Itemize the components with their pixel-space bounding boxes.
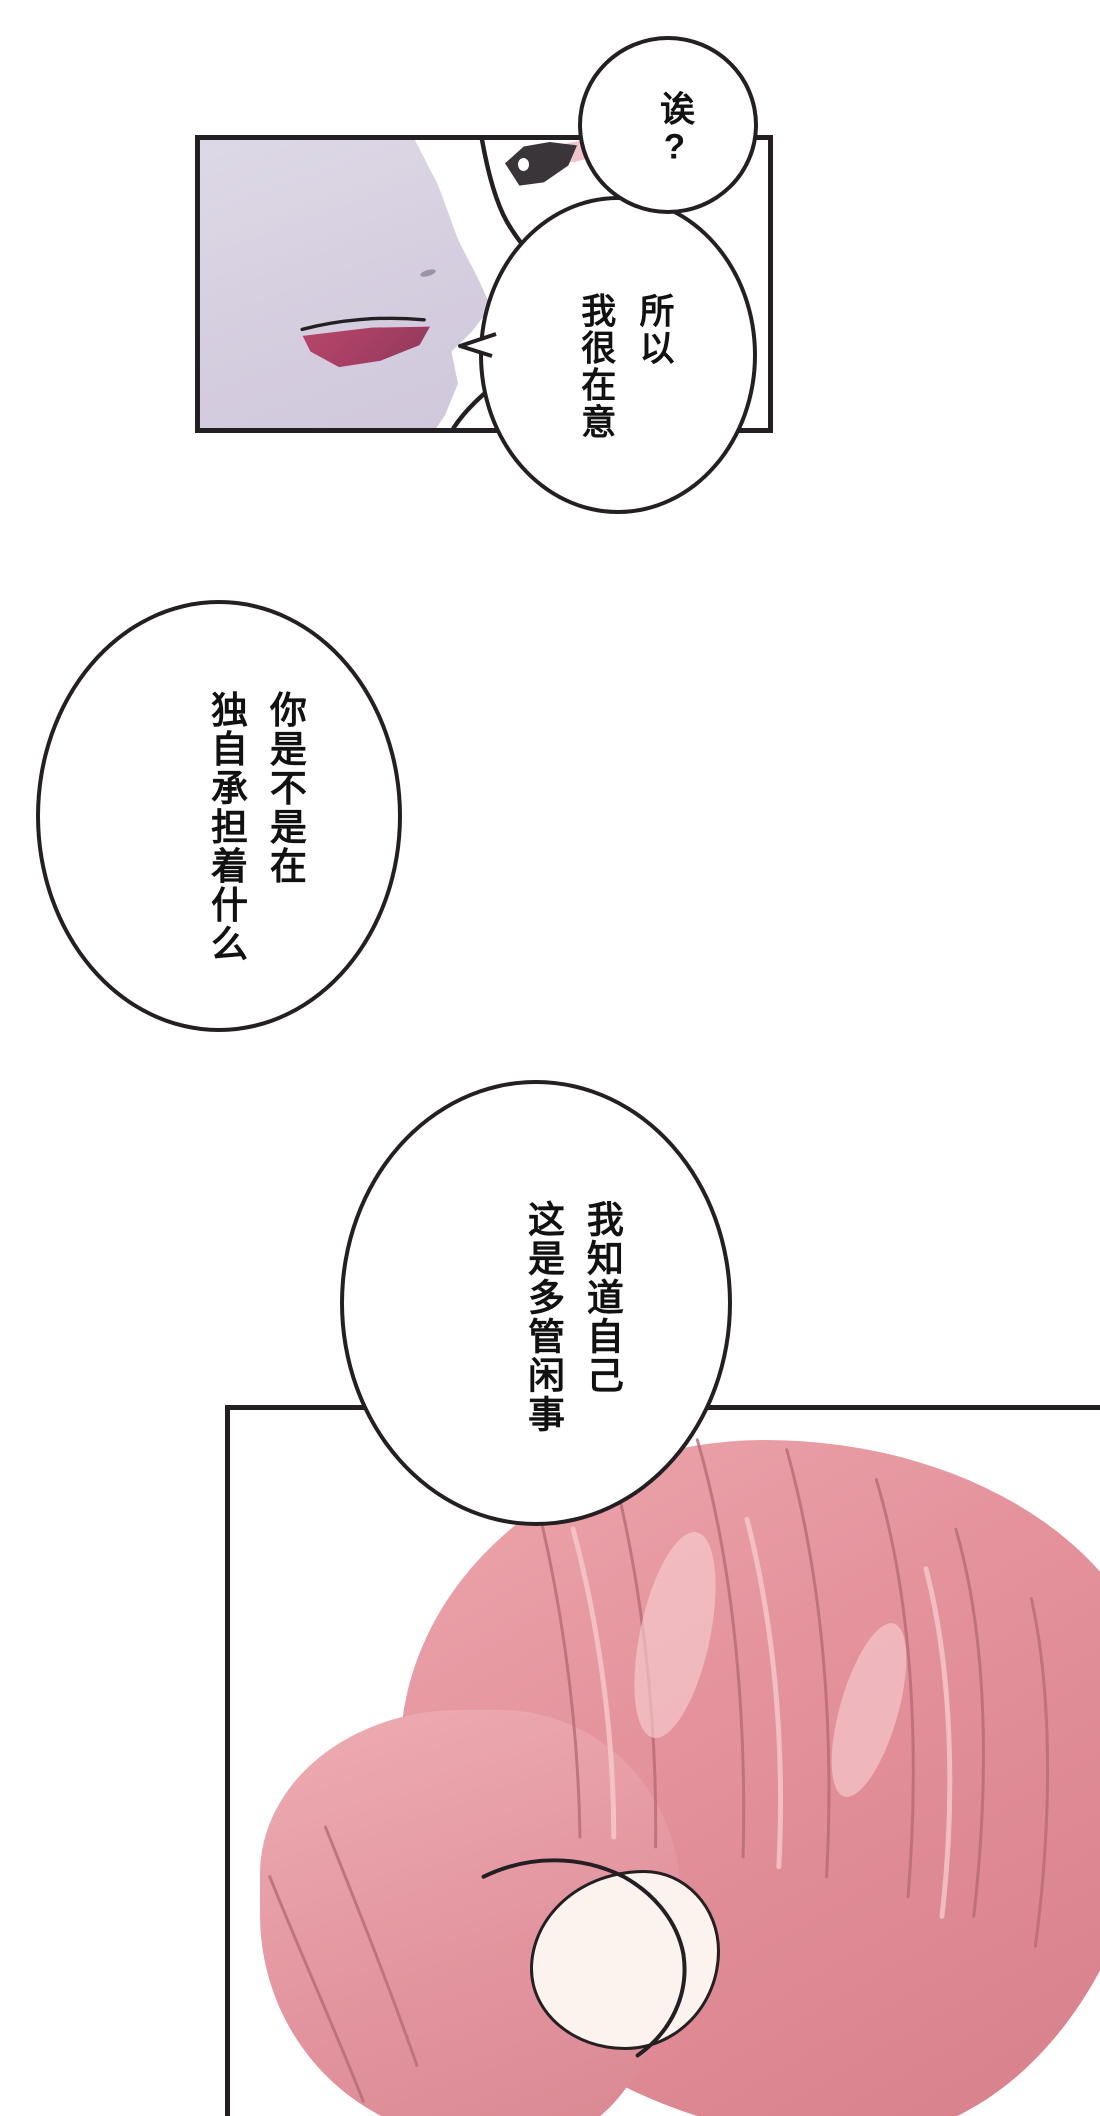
- bubble-text-columns: 你是不是在 独自承担着什么: [201, 690, 309, 963]
- speech-bubble-so-i-care: 所以 我很在意: [479, 196, 757, 514]
- bubble-text-columns: 我知道自己 这是多管闲事: [518, 1200, 626, 1434]
- skin-patch: [530, 1870, 720, 2050]
- hair-strand-lines: [268, 1438, 1050, 2103]
- bubble-text-column-1: 所以: [634, 293, 674, 368]
- eye-icon: [505, 142, 577, 186]
- bubble-text-column-1: 我知道自己: [581, 1200, 623, 1396]
- speech-bubble-meddling: 我知道自己 这是多管闲事: [340, 1080, 732, 1526]
- speech-bubble-eh: 诶?: [578, 36, 758, 214]
- bubble-text-column-2: 这是多管闲事: [522, 1200, 564, 1435]
- bubble-text-column-1: 你是不是在: [264, 690, 306, 886]
- bubble-text-columns: 所以 我很在意: [572, 293, 676, 441]
- speech-bubble-carrying-alone: 你是不是在 独自承担着什么: [36, 600, 402, 1032]
- eye-glint: [518, 158, 529, 171]
- panel-pink-hair: [225, 1405, 1100, 2116]
- cheek-shape: [200, 140, 491, 428]
- bubble-text-eh: 诶?: [655, 90, 694, 169]
- hair-illustration: [230, 1410, 1100, 2116]
- bubble-text-column-2: 我很在意: [576, 293, 616, 442]
- bubble-text-column-2: 独自承担着什么: [205, 690, 247, 964]
- bubble-tail: [458, 332, 497, 358]
